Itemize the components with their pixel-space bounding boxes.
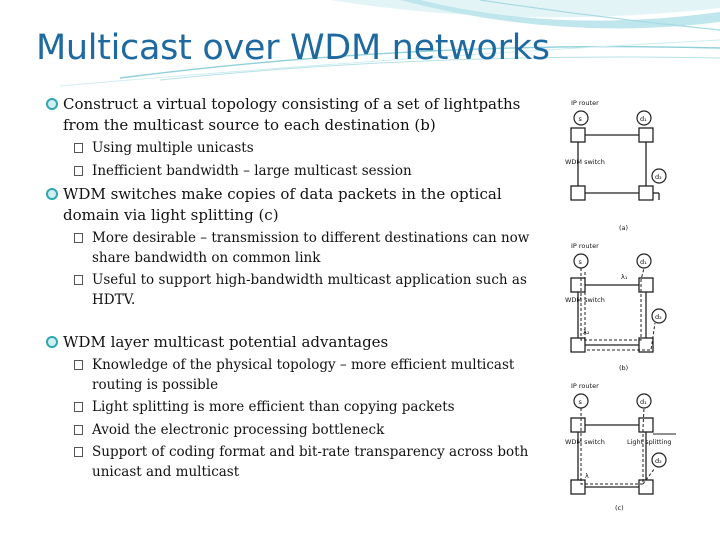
square-bullet-icon [74, 424, 83, 435]
ip-router-label-c: IP router [571, 382, 599, 390]
lambda1-label: λ₁ [621, 273, 628, 281]
sub-bullet-physical-topology: Knowledge of the physical topology – mor… [46, 356, 538, 395]
caption-c: (c) [615, 504, 624, 512]
sub-bullet-multiple-unicasts: Using multiple unicasts [46, 139, 538, 159]
sub-bullet-text: Inefficient bandwidth – large multicast … [92, 162, 412, 179]
node-d1-b: d₁ [640, 258, 647, 266]
sub-bullet-transparency: Support of coding format and bit-rate tr… [46, 443, 538, 482]
square-bullet-icon [74, 275, 83, 285]
bullet-text: WDM switches make copies of data packets… [63, 185, 502, 224]
node-d2-c: d₂ [655, 457, 662, 465]
slide-content: Construct a virtual topology consisting … [46, 94, 538, 482]
bullet-wdm-advantages: WDM layer multicast potential advantages [46, 332, 538, 353]
lambda-label-c: λ [585, 472, 589, 480]
sub-bullet-text: Useful to support high-bandwidth multica… [92, 272, 527, 308]
square-bullet-icon [74, 402, 83, 412]
square-bullet-icon [74, 143, 83, 153]
node-d2-a: d₂ [655, 173, 662, 181]
wdm-switch-label-c: WDM switch [565, 438, 605, 446]
ip-router-label-b: IP router [571, 242, 599, 250]
lambda2-label: λ₂ [583, 328, 590, 336]
node-s-a: s [579, 115, 583, 123]
circle-bullet-icon [46, 98, 58, 110]
square-bullet-icon [74, 447, 83, 457]
bullet-text: Construct a virtual topology consisting … [63, 95, 521, 134]
caption-a: (a) [619, 224, 628, 232]
light-splitting-label: Light splitting [627, 438, 672, 446]
wdm-switch-label-b: WDM switch [565, 296, 605, 304]
sub-bullet-text: Light splitting is more efficient than c… [92, 399, 455, 415]
circle-bullet-icon [46, 188, 58, 200]
node-d2-b: d₂ [655, 313, 662, 321]
bullet-virtual-topology: Construct a virtual topology consisting … [46, 94, 538, 136]
sub-bullet-text: Avoid the electronic processing bottlene… [92, 421, 385, 438]
sub-bullet-light-splitting: Light splitting is more efficient than c… [46, 398, 538, 418]
sub-bullet-text: Support of coding format and bit-rate tr… [92, 444, 529, 480]
bullet-wdm-switches: WDM switches make copies of data packets… [46, 184, 538, 226]
sub-bullet-hdtv: Useful to support high-bandwidth multica… [46, 271, 538, 310]
node-s-b: s [579, 258, 583, 266]
sub-bullet-text: Knowledge of the physical topology – mor… [92, 357, 515, 393]
sub-bullet-text: Using multiple unicasts [92, 140, 254, 156]
sub-bullet-more-desirable: More desirable – transmission to differe… [46, 229, 538, 268]
caption-b: (b) [619, 364, 628, 372]
square-bullet-icon [74, 360, 83, 370]
sub-bullet-inefficient-bandwidth: Inefficient bandwidth – large multicast … [46, 162, 538, 182]
node-s-c: s [579, 398, 583, 406]
multicast-topology-figure: IP router WDM switch s d₁ d₂ (a) IP rout… [565, 99, 676, 512]
node-d1-a: d₁ [640, 115, 647, 123]
bullet-text: WDM layer multicast potential advantages [63, 333, 389, 351]
header-swoosh-decoration [59, 0, 720, 87]
square-bullet-icon [74, 165, 83, 176]
slide-title: Multicast over WDM networks [36, 28, 550, 68]
node-d1-c: d₁ [640, 398, 647, 406]
square-bullet-icon [74, 233, 83, 243]
ip-router-label-a: IP router [571, 99, 599, 107]
circle-bullet-icon [46, 336, 58, 348]
wdm-switch-label-a: WDM switch [565, 158, 605, 166]
sub-bullet-electronic-bottleneck: Avoid the electronic processing bottlene… [46, 421, 538, 441]
sub-bullet-text: More desirable – transmission to differe… [92, 230, 530, 266]
